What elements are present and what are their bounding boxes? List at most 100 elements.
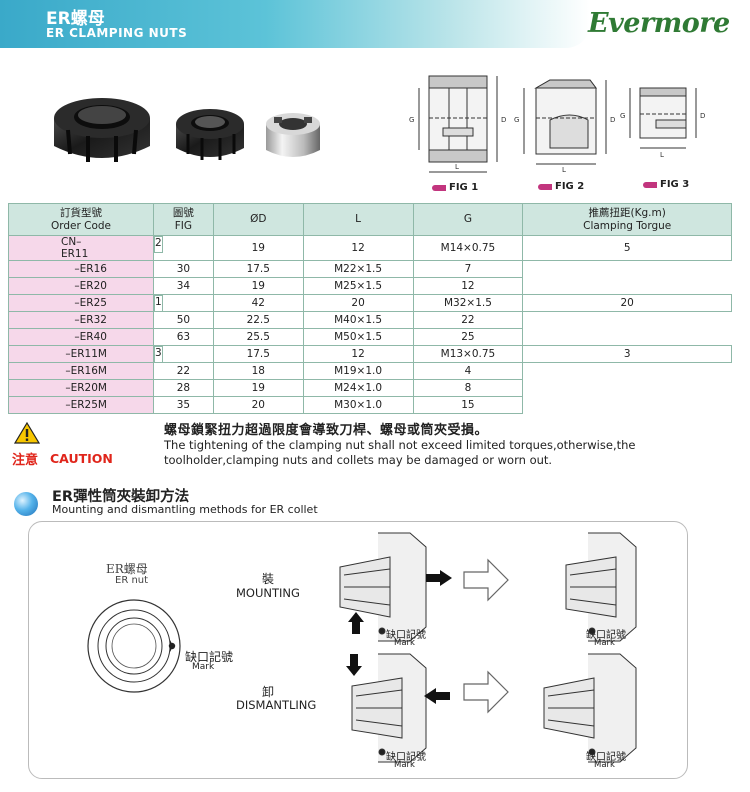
length: 19 — [212, 277, 304, 295]
thread: M22×1.5 — [302, 260, 414, 278]
torque: 5 — [522, 235, 732, 261]
diameter: 22 — [152, 362, 214, 380]
table-row: –ER20 34 19 M25×1.5 12 — [8, 277, 732, 295]
length: 19 — [212, 379, 304, 397]
header-torque: 推薦扭距(Kg.m)Clamping Torgue — [522, 203, 732, 236]
table-row: –ER25 1 42 20 M32×1.5 20 — [8, 294, 732, 312]
torque: 12 — [412, 277, 524, 295]
er-nut-label-cn: ER螺母 — [106, 562, 148, 576]
diameter: 28 — [152, 379, 214, 397]
svg-text:G: G — [620, 112, 625, 120]
order-code: –ER16 — [8, 260, 154, 278]
fig-number: 2 — [153, 236, 163, 253]
push-down-arrow-icon — [346, 654, 362, 676]
er-nut-ring-drawing — [87, 599, 181, 693]
diameter: 34 — [152, 277, 214, 295]
mark-label-en: Mark — [394, 760, 415, 770]
thread: M50×1.5 — [302, 328, 414, 346]
nut-photo-small — [266, 113, 320, 157]
length: 17.5 — [212, 260, 304, 278]
order-code: –ER40 — [8, 328, 154, 346]
nut-photo-large — [54, 98, 150, 162]
thread: M40×1.5 — [302, 311, 414, 329]
mark-label-en: Mark — [594, 638, 615, 648]
diameter: 30 — [152, 260, 214, 278]
fig3-drawing: G D L — [620, 87, 705, 159]
length: 20 — [302, 294, 414, 312]
fig3-label: FIG 3 — [643, 179, 689, 190]
torque: 8 — [412, 379, 524, 397]
mark-label-en: Mark — [594, 760, 615, 770]
section-bullet-icon — [14, 492, 38, 516]
length: 12 — [302, 345, 414, 363]
order-code: –ER25M — [8, 396, 154, 414]
svg-text:D: D — [700, 112, 705, 120]
pointer-icon — [538, 183, 552, 190]
torque: 7 — [412, 260, 524, 278]
fig-number: 1 — [153, 295, 163, 312]
thread: M30×1.0 — [302, 396, 414, 414]
push-right-arrow-icon — [426, 570, 452, 586]
brand-logo: Evermore — [588, 8, 730, 39]
dismantling-label-cn: 卸 — [262, 685, 275, 699]
header-banner: ER螺母 ER CLAMPING NUTS Evermore — [0, 0, 750, 48]
thread: M13×0.75 — [412, 345, 524, 363]
length: 22.5 — [212, 311, 304, 329]
banner-background — [0, 0, 590, 48]
order-code: –ER11M — [8, 345, 154, 363]
torque: 4 — [412, 362, 524, 380]
caution-label-cn: 注意 — [12, 453, 39, 468]
order-code: –ER20 — [8, 277, 154, 295]
thread: M19×1.0 — [302, 362, 414, 380]
table-row: –ER16M 22 18 M19×1.0 4 — [8, 362, 732, 380]
torque: 3 — [522, 345, 732, 363]
order-code: CN–ER11 — [8, 235, 154, 261]
diameter: 35 — [152, 396, 214, 414]
length: 25.5 — [212, 328, 304, 346]
mounting-label-cn: 裝 — [262, 572, 275, 586]
thread: M25×1.5 — [302, 277, 414, 295]
page-subtitle: ER CLAMPING NUTS — [46, 26, 188, 40]
pointer-icon — [432, 184, 446, 191]
caution-label-en: CAUTION — [50, 451, 113, 466]
fig-number: 3 — [153, 346, 163, 363]
header-thread: G — [412, 203, 524, 236]
mark-label-cn: 缺口記號 — [586, 752, 626, 763]
torque: 20 — [522, 294, 732, 312]
caution-text-cn: 螺母鎖緊扭力超過限度會導致刀桿、螺母或筒夾受損。 — [164, 423, 489, 438]
order-code: –ER32 — [8, 311, 154, 329]
page-title: ER螺母 — [46, 9, 105, 29]
step-arrow-icon — [463, 670, 509, 714]
torque: 22 — [412, 311, 524, 329]
table-row: –ER20M 28 19 M24×1.0 8 — [8, 379, 732, 397]
thread: M24×1.0 — [302, 379, 414, 397]
order-code: –ER20M — [8, 379, 154, 397]
dismantling-after-drawing — [543, 653, 637, 763]
table-row: CN–ER11 2 19 12 M14×0.75 5 — [8, 235, 732, 261]
diameter: 17.5 — [212, 345, 304, 363]
mounting-panel — [28, 521, 688, 779]
dismantling-label-en: DISMANTLING — [236, 698, 317, 712]
thread: M14×0.75 — [412, 235, 524, 261]
er-nut-label-en: ER nut — [115, 575, 149, 586]
order-code: –ER16M — [8, 362, 154, 380]
warning-icon — [14, 422, 40, 444]
nut-photo-medium — [176, 109, 244, 160]
svg-text:G: G — [409, 116, 414, 124]
mark-label-cn: 缺口記號 — [185, 650, 234, 664]
torque: 25 — [412, 328, 524, 346]
svg-text:L: L — [455, 163, 459, 171]
table-row: –ER32 50 22.5 M40×1.5 22 — [8, 311, 732, 329]
mark-label-cn: 缺口記號 — [386, 630, 426, 641]
torque: 15 — [412, 396, 524, 414]
fig1-label: FIG 1 — [432, 182, 478, 193]
mark-label-cn: 缺口記號 — [386, 752, 426, 763]
svg-text:L: L — [562, 166, 566, 174]
mounting-after-drawing — [565, 532, 637, 642]
table-row: –ER16 30 17.5 M22×1.5 7 — [8, 260, 732, 278]
step-arrow-icon — [463, 558, 509, 602]
